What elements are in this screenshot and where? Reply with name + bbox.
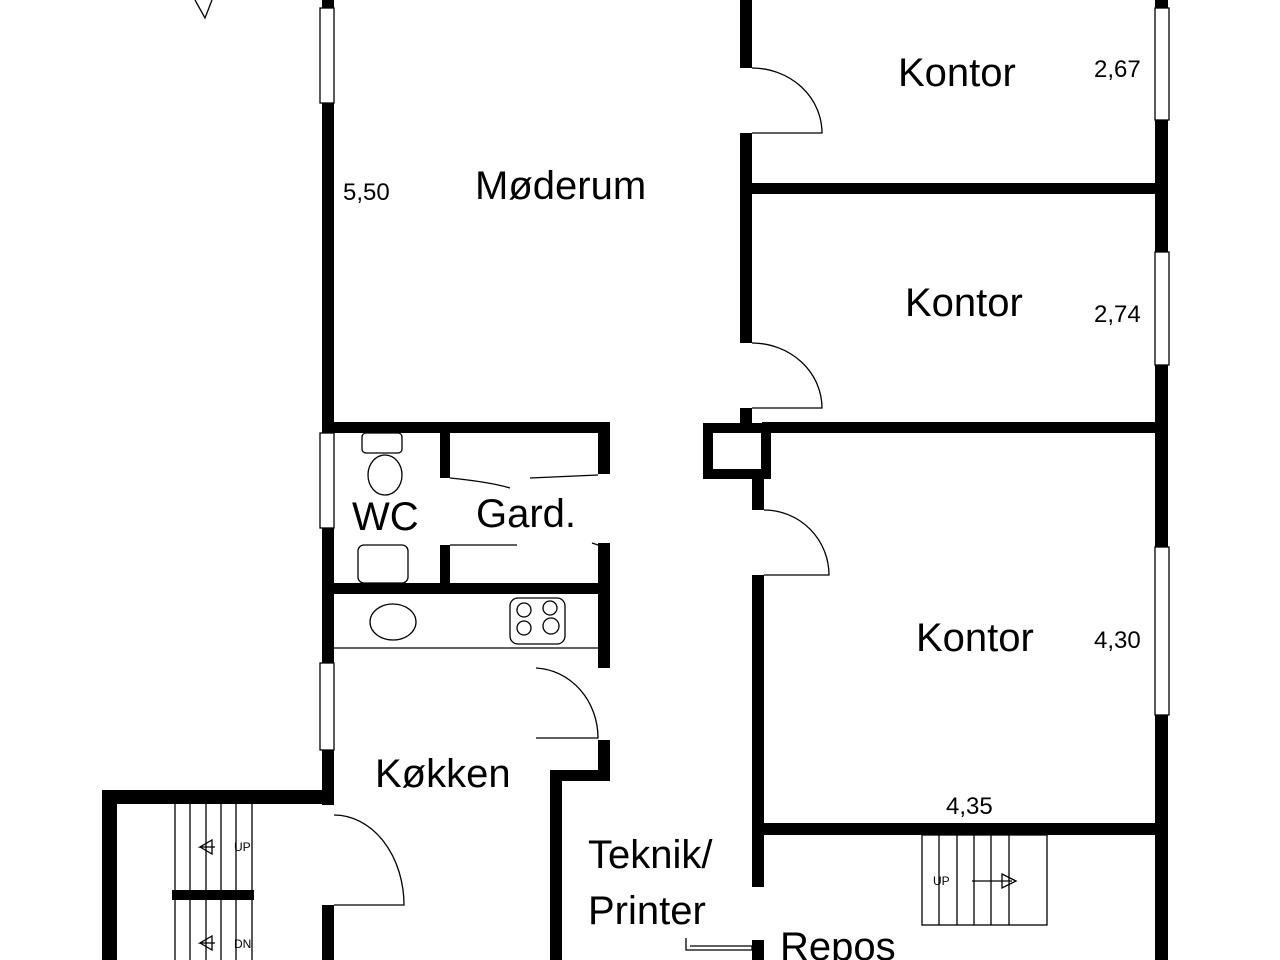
room-label-wc: WC xyxy=(352,495,419,539)
staircase-right: UP xyxy=(921,834,1048,926)
windows xyxy=(319,7,1170,751)
stair-label-up: UP xyxy=(234,840,251,854)
dimension-labels: 5,50 2,67 2,74 4,30 4,35 xyxy=(343,56,1141,820)
room-label-moderum: Møderum xyxy=(475,164,646,208)
staircase-left: UP DN xyxy=(172,804,254,960)
dimension-moderum: 5,50 xyxy=(343,179,390,206)
toilet-tank-icon xyxy=(361,432,403,454)
room-label-kontor-3: Kontor xyxy=(916,616,1034,660)
walls xyxy=(102,0,1168,960)
kitchen-sink-icon xyxy=(369,603,417,641)
room-label-printer: Printer xyxy=(588,889,706,933)
room-label-teknik: Teknik/ xyxy=(588,833,713,877)
room-label-gard: Gard. xyxy=(476,492,576,536)
wc-sink-icon xyxy=(357,544,409,584)
stair-label-up: UP xyxy=(933,874,950,888)
room-label-repos: Repos xyxy=(780,925,896,960)
room-labels: Møderum Kontor Kontor Kontor WC Gard. Kø… xyxy=(352,51,1034,960)
stove-icon xyxy=(509,597,566,645)
dimension-kontor-3-width: 4,35 xyxy=(946,793,993,820)
north-arrow-icon xyxy=(194,0,213,20)
fixtures xyxy=(357,432,566,645)
room-label-kokken: Køkken xyxy=(375,752,511,796)
toilet-icon xyxy=(367,454,403,496)
dimension-kontor-2: 2,74 xyxy=(1094,301,1141,328)
stair-label-down: DN xyxy=(234,937,251,951)
room-label-kontor-2: Kontor xyxy=(905,281,1023,325)
arrow-right-icon xyxy=(972,872,1018,890)
arrow-left-icon xyxy=(197,838,215,856)
doors xyxy=(333,67,830,951)
room-label-kontor-1: Kontor xyxy=(898,51,1016,95)
arrow-left-icon xyxy=(197,934,215,952)
dimension-kontor-1: 2,67 xyxy=(1094,56,1141,83)
dimension-kontor-3: 4,30 xyxy=(1094,627,1141,654)
